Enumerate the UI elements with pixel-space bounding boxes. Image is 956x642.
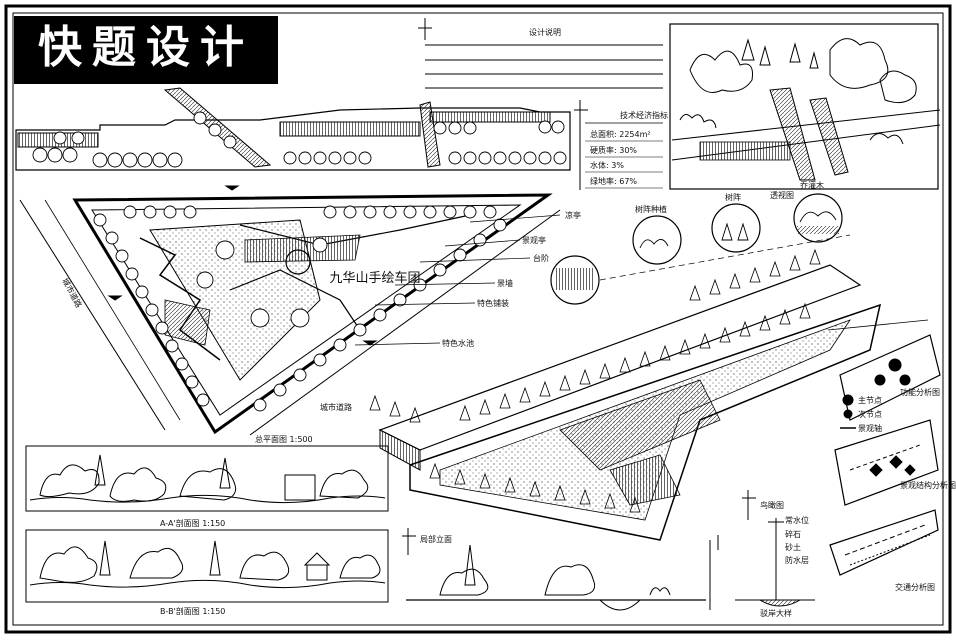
design-notes-heading: 设计说明 <box>529 27 561 37</box>
perspective-sketch: 透视图 <box>669 23 941 200</box>
master-plan: 总平面图 1:500 城市道路 城市道路 <box>19 193 561 444</box>
detail-circles: 树阵种植 树阵 乔灌木 <box>550 180 851 305</box>
plan-labels: 凉亭 景观亭 台阶 景墙 特色铺装 特色水池 <box>354 210 581 348</box>
plan-label-8: 特色水池 <box>442 338 474 348</box>
analysis-diagrams: 功能分析图 景观结构分析图 交通分析图 主节点 次节点 景观轴 <box>827 319 956 592</box>
plan-label-3: 台阶 <box>533 253 549 263</box>
plan-caption: 总平面图 1:500 <box>255 434 313 444</box>
small-elevation: 局部立面 <box>402 528 719 611</box>
plan-label-4: 景墙 <box>497 278 513 288</box>
analysis-top-caption: 功能分析图 <box>900 387 940 397</box>
birdseye-view: 鸟瞰图 <box>369 248 882 541</box>
tech-row-2: 硬质率: 30% <box>590 145 637 155</box>
section-aa: A-A'剖面图 1:150 <box>25 445 389 528</box>
revetment-note-3: 砂土 <box>785 542 801 552</box>
legend-item-1: 主节点 <box>858 395 882 405</box>
elevation-strip <box>15 87 571 171</box>
plan-road-bottom: 城市道路 <box>320 402 352 412</box>
revetment-note-4: 防水层 <box>785 555 809 565</box>
small-elevation-title: 局部立面 <box>420 534 452 544</box>
revetment-detail: 常水位 碎石 砂土 防水层 驳岸大样 <box>735 515 815 618</box>
detail-circle-2: 树阵 <box>725 192 741 202</box>
watermark: 九华山手绘车团 <box>329 270 420 286</box>
title-text: 快题设计 <box>38 22 254 73</box>
tech-table: 技术经济指标 总面积: 2254m² 硬质率: 30% 水体: 3% 绿地率: … <box>574 100 668 190</box>
tech-row-3: 水体: 3% <box>590 160 624 170</box>
revetment-note-2: 碎石 <box>785 529 801 539</box>
section-bb-caption: B-B'剖面图 1:150 <box>160 606 225 616</box>
analysis-middle-caption: 景观结构分析图 <box>900 480 956 490</box>
design-notes: 设计说明 <box>418 18 663 89</box>
perspective-caption: 透视图 <box>770 190 794 200</box>
birdseye-caption: 鸟瞰图 <box>760 500 784 510</box>
legend-item-3: 景观轴 <box>858 423 882 433</box>
tech-row-1: 总面积: 2254m² <box>590 129 651 139</box>
plan-label-2: 景观亭 <box>522 235 546 245</box>
section-bb: B-B'剖面图 1:150 <box>25 529 389 616</box>
analysis-bottom-caption: 交通分析图 <box>895 582 935 592</box>
plan-label-1: 凉亭 <box>565 210 581 220</box>
legend-item-2: 次节点 <box>858 409 882 419</box>
revetment-caption: 驳岸大样 <box>760 608 792 618</box>
north-arrow-icon <box>107 185 378 346</box>
title-block: 快题设计 <box>14 16 278 84</box>
tech-table-heading: 技术经济指标 <box>620 110 668 120</box>
sheet-border <box>4 4 952 634</box>
plan-road-left: 城市道路 <box>60 276 84 309</box>
plan-label-5: 特色铺装 <box>477 298 509 308</box>
detail-circle-3: 乔灌木 <box>800 180 824 190</box>
revetment-note-1: 常水位 <box>785 515 809 525</box>
detail-circle-1: 树阵种植 <box>635 204 667 214</box>
section-aa-caption: A-A'剖面图 1:150 <box>160 518 225 528</box>
tech-row-4: 绿地率: 67% <box>590 176 637 186</box>
